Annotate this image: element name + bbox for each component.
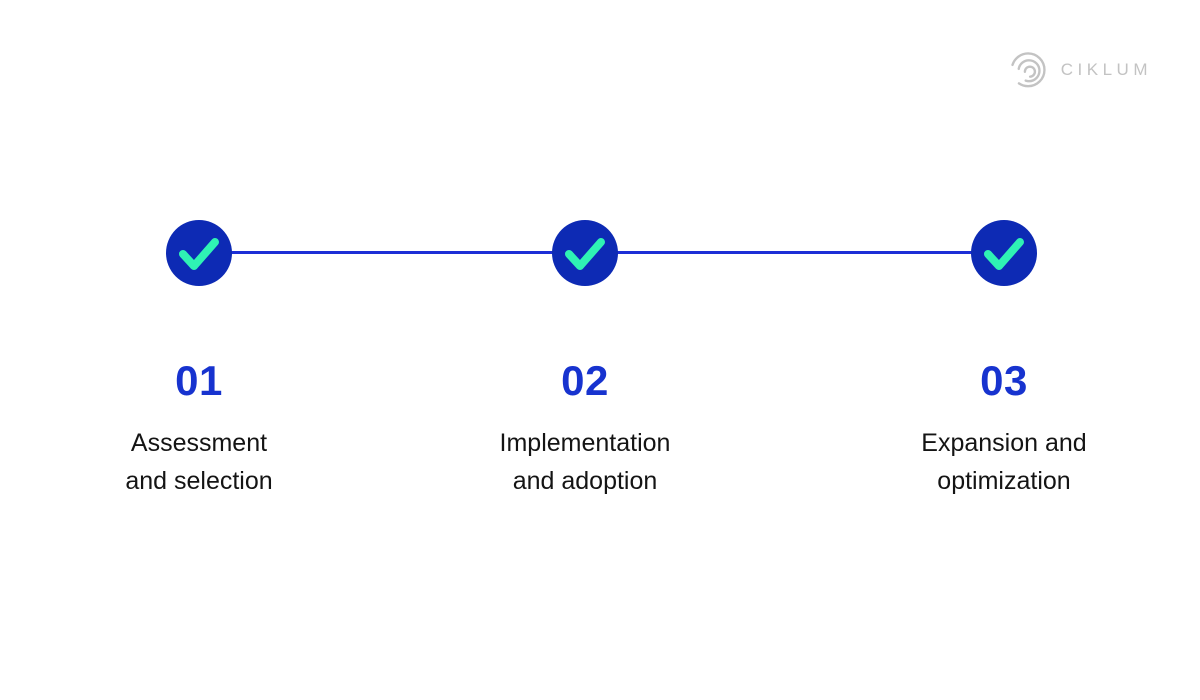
step-2-label: Implementation and adoption <box>499 429 671 495</box>
step-3: 03 Expansion and optimization <box>844 360 1164 500</box>
step-2: 02 Implementation and adoption <box>425 360 745 500</box>
checkmark-icon <box>565 238 605 270</box>
checkmark-icon <box>984 238 1024 270</box>
ciklum-arcs-icon <box>1010 52 1046 88</box>
step-1-number: 01 <box>175 357 223 404</box>
step-1-label: Assessment and selection <box>125 429 273 495</box>
checkmark-icon <box>179 238 219 270</box>
step-3-label: Expansion and optimization <box>921 429 1087 495</box>
timeline-node-2 <box>552 220 618 286</box>
timeline-node-3 <box>971 220 1037 286</box>
step-3-number: 03 <box>980 357 1028 404</box>
ciklum-logo: CIKLUM <box>1009 46 1152 90</box>
timeline-node-1 <box>166 220 232 286</box>
step-2-number: 02 <box>561 357 609 404</box>
ciklum-wordmark: CIKLUM <box>1060 59 1152 79</box>
step-1: 01 Assessment and selection <box>39 360 359 500</box>
